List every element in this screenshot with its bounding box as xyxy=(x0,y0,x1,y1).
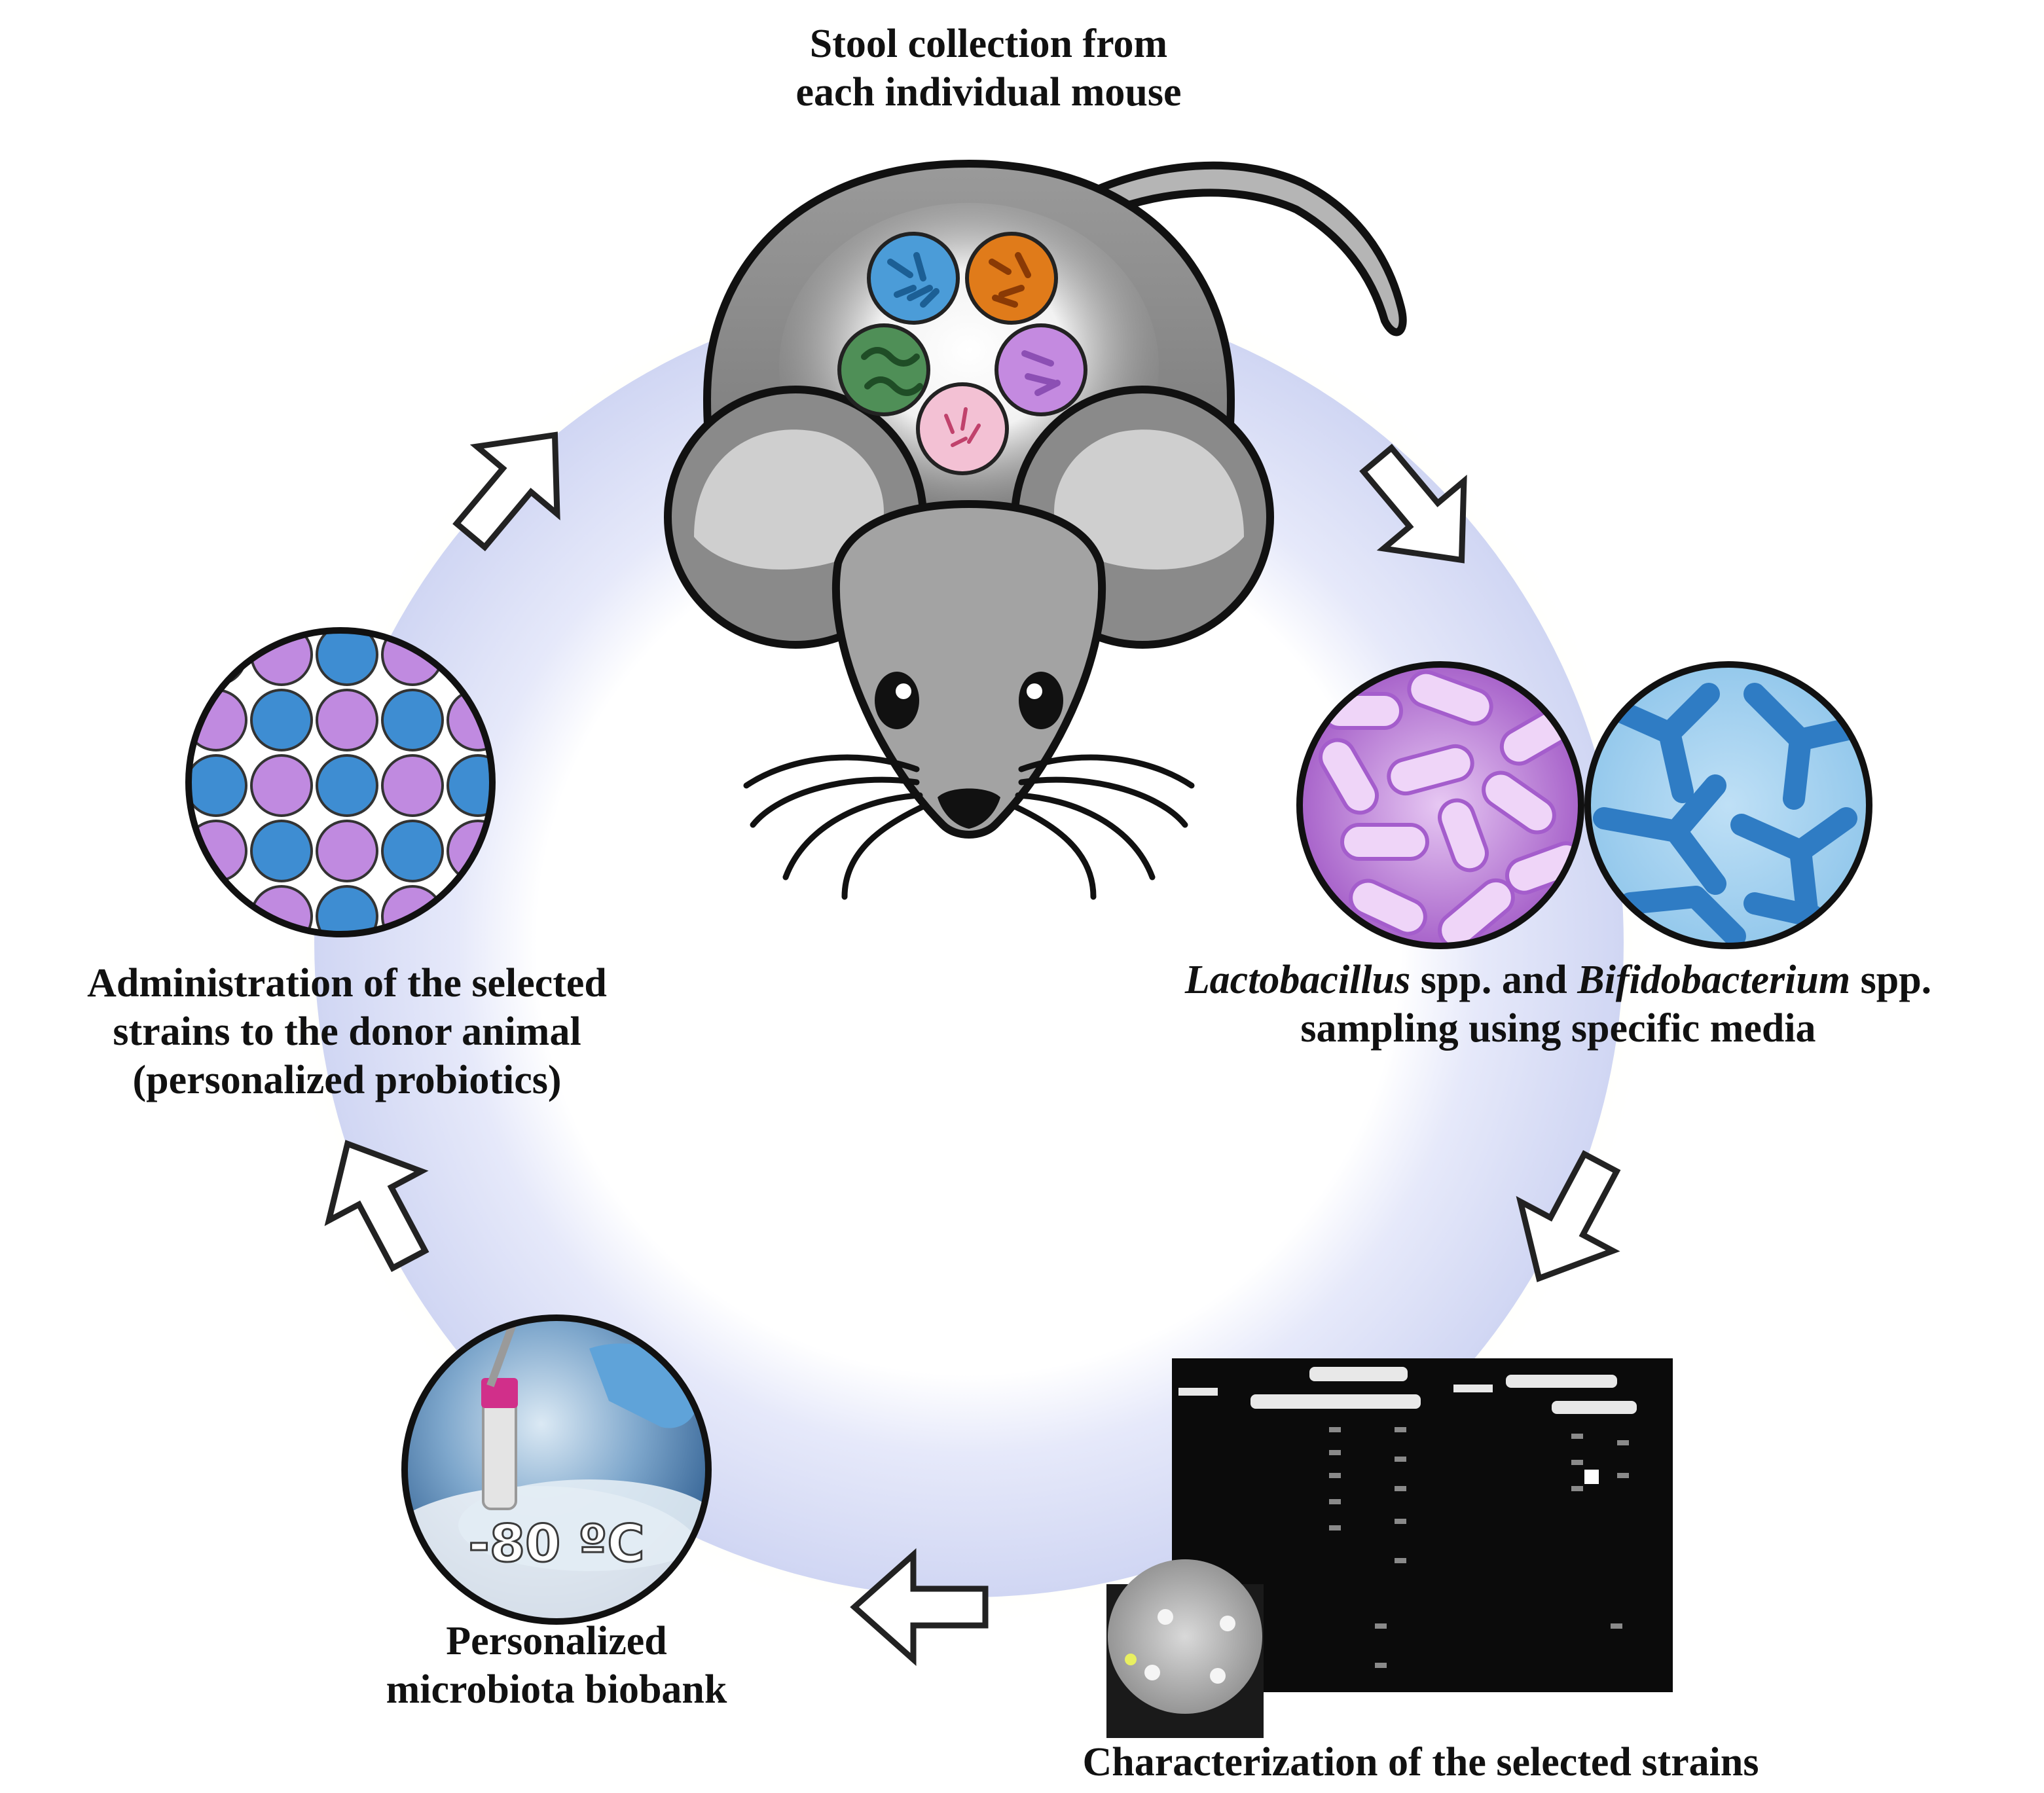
stool-collection-label: Stool collection from each individual mo… xyxy=(694,20,1283,117)
administration-label-line2: strains to the donor animal xyxy=(113,1009,581,1054)
sampling-label-line1: Lactobacillus spp. and Bifidobacterium s… xyxy=(1087,956,2030,1004)
arrow-to-administration xyxy=(324,1140,429,1273)
whiskers xyxy=(743,754,1195,900)
mouse-face xyxy=(831,499,1106,839)
stool-label-line2: each individual mouse xyxy=(795,70,1182,115)
lactobacillus-name: Lactobacillus xyxy=(1184,958,1411,1002)
arrow-to-characterization xyxy=(1516,1150,1621,1282)
administration-label-line3: (personalized probiotics) xyxy=(132,1058,562,1102)
arrow-to-mouse xyxy=(452,431,560,552)
mouse-illustration xyxy=(664,159,1407,900)
administration-label-line1: Administration of the selected xyxy=(87,961,607,1005)
characterization-text: Characterization of the selected strains xyxy=(1082,1740,1759,1784)
bacteria-circle-green xyxy=(837,323,930,416)
sampling-label: Lactobacillus spp. and Bifidobacterium s… xyxy=(1087,956,2030,1053)
biobank-label: Personalized microbiota biobank xyxy=(314,1617,799,1714)
cycle-ring xyxy=(314,288,1624,1597)
bacteria-circle-orange xyxy=(965,232,1058,325)
bifidobacterium-micrograph xyxy=(1584,661,1872,949)
mouse-nose xyxy=(938,788,1000,829)
administration-label: Administration of the selected strains t… xyxy=(7,959,687,1104)
right-eye-shine xyxy=(1027,683,1042,699)
characterization-label: Characterization of the selected strains xyxy=(969,1738,1872,1786)
sampling-end-text: spp. xyxy=(1850,958,1932,1002)
freezer-biobank-image: -80 ºC xyxy=(401,1314,712,1625)
left-ear-inner xyxy=(694,429,884,570)
biobank-label-line2: microbiota biobank xyxy=(386,1667,727,1712)
biobank-label-line1: Personalized xyxy=(446,1619,667,1663)
stool-label-line1: Stool collection from xyxy=(809,22,1168,66)
left-eye-shine xyxy=(896,683,911,699)
right-eye xyxy=(1019,672,1063,729)
sampling-mid-text: spp. and xyxy=(1410,958,1578,1002)
arrow-to-biobank xyxy=(850,1548,989,1667)
lactobacillus-micrograph xyxy=(1296,661,1584,949)
bacteria-circle-blue xyxy=(867,232,960,325)
bacteria-circle-purple xyxy=(995,323,1087,416)
right-ear-inner xyxy=(1054,429,1244,570)
temperature-label: -80 ºC xyxy=(468,1515,644,1574)
stool-bacteria-circles xyxy=(837,232,1087,475)
mouse-tail xyxy=(1044,161,1407,336)
left-eye xyxy=(875,672,919,729)
bifidobacterium-name: Bifidobacterium xyxy=(1577,958,1851,1002)
arrow-to-sampling xyxy=(1359,443,1467,564)
cryotube xyxy=(482,1390,517,1510)
sampling-label-line2: sampling using specific media xyxy=(1300,1006,1816,1051)
agar-plate-image xyxy=(1106,1559,1264,1738)
